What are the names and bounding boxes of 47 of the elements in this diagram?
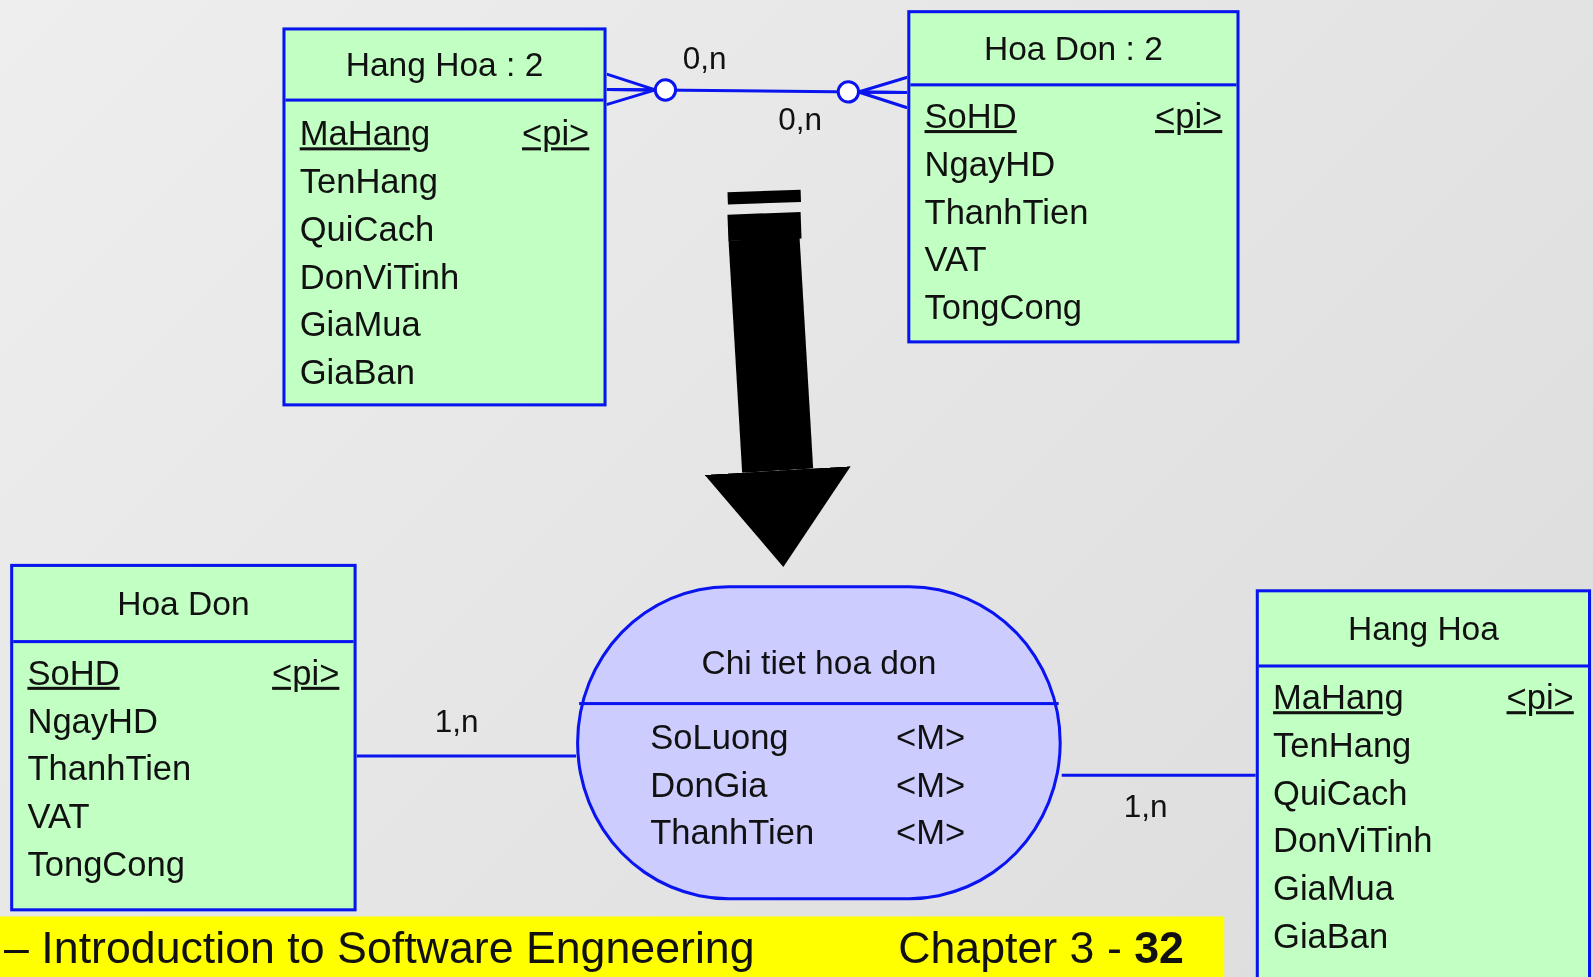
- association-title: Chi tiet hoa don: [701, 643, 937, 682]
- edge-label: 1,n: [1123, 788, 1168, 825]
- attribute-name: VAT: [27, 795, 90, 838]
- attribute-name: TenHang: [1273, 724, 1412, 767]
- attribute-name: DonViTinh: [1273, 819, 1433, 862]
- key-tag: <pi>: [272, 649, 340, 697]
- attribute-name: ThanhTien: [924, 191, 1089, 233]
- entity-title: Hoa Don : 2: [983, 28, 1163, 68]
- attribute-name: DonGia: [650, 764, 768, 806]
- mandatory-tag: <M>: [896, 761, 966, 809]
- attribute-name: MaHang: [1273, 676, 1404, 719]
- entity-box: [1255, 589, 1592, 977]
- key-tag: <pi>: [1506, 673, 1574, 722]
- attribute-name: NgayHD: [27, 700, 158, 742]
- attribute-name: SoHD: [924, 95, 1017, 138]
- mandatory-tag: <M>: [896, 713, 966, 761]
- attribute-name: NgayHD: [924, 143, 1056, 185]
- key-tag: <pi>: [1155, 92, 1223, 141]
- attribute-name: TongCong: [924, 286, 1083, 329]
- attribute-name: VAT: [924, 238, 987, 281]
- attribute-name: QuiCach: [1273, 772, 1408, 814]
- edge-label: 1,n: [434, 703, 479, 740]
- attribute-name: TenHang: [299, 160, 438, 203]
- attribute-name: DonViTinh: [299, 256, 460, 298]
- cardinality-label: 0,n: [778, 101, 823, 139]
- attribute-name: SoLuong: [650, 716, 789, 758]
- entity-title: Hang Hoa: [1347, 609, 1499, 648]
- entity-box: [282, 27, 607, 407]
- footer-title: – Introduction to Software Engneering: [4, 922, 755, 974]
- entity-box: [907, 10, 1240, 344]
- attribute-name: GiaBan: [299, 351, 415, 394]
- attribute-name: GiaBan: [1273, 915, 1389, 958]
- page-number: Chapter 3 - 32: [898, 922, 1184, 974]
- entity-title: Hoa Don: [117, 584, 250, 623]
- attribute-name: ThanhTien: [650, 811, 815, 854]
- attribute-name: GiaMua: [299, 303, 421, 346]
- attribute-name: GiaMua: [1273, 867, 1394, 910]
- attribute-name: SoHD: [27, 652, 120, 694]
- attribute-name: QuiCach: [299, 208, 435, 250]
- entity-box: [10, 563, 357, 912]
- attribute-name: TongCong: [27, 843, 185, 885]
- edge-label: 0,n: [682, 40, 727, 78]
- attribute-name: MaHang: [299, 112, 431, 155]
- attribute-name: ThanhTien: [27, 747, 192, 790]
- key-tag: <pi>: [522, 109, 590, 158]
- mandatory-tag: <M>: [896, 808, 966, 857]
- entity-title: Hang Hoa : 2: [345, 45, 544, 84]
